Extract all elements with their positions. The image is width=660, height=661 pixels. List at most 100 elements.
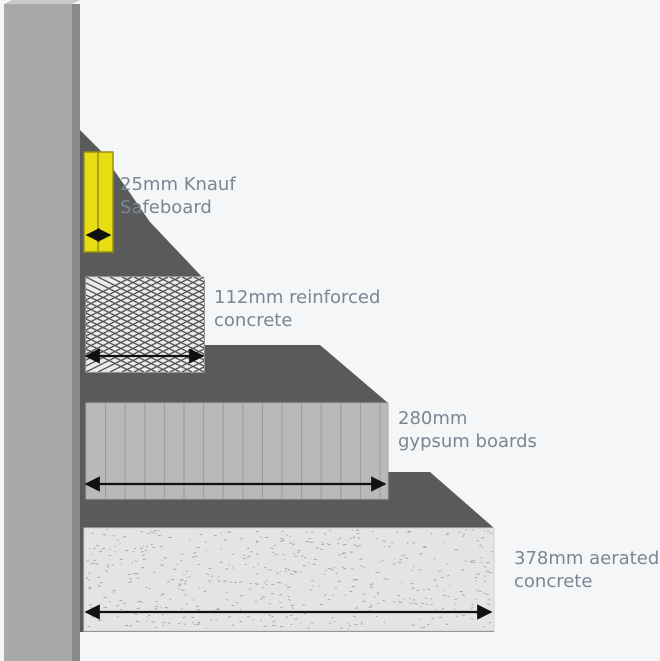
thickness-arrows [84, 228, 493, 620]
speckle [125, 549, 129, 552]
speckle [260, 536, 263, 538]
label-knauf-safeboard: 25mm Knauf Safeboard [120, 173, 236, 219]
mesh-wire [86, 277, 157, 313]
speckle [135, 620, 138, 622]
speckle [239, 581, 242, 583]
step-silhouette [80, 130, 494, 632]
speckle [252, 567, 255, 569]
speckle [141, 554, 145, 556]
speckle [193, 552, 197, 554]
speckle [438, 570, 441, 572]
speckle [443, 589, 446, 592]
speckle [294, 571, 298, 574]
speckle [355, 578, 358, 581]
speckle [192, 599, 195, 601]
speckle [312, 563, 316, 566]
speckle [440, 576, 444, 579]
speckle [122, 536, 127, 538]
speckle [302, 564, 307, 567]
speckle [287, 599, 292, 601]
speckle [476, 540, 480, 542]
speckle [284, 570, 287, 572]
speckle [480, 557, 483, 559]
speckle [88, 547, 91, 550]
speckle [454, 603, 457, 605]
speckle [188, 539, 191, 541]
speckle [148, 588, 151, 590]
speckle [137, 600, 141, 603]
speckle [352, 536, 356, 538]
speckle [265, 584, 268, 586]
speckle [430, 532, 433, 535]
speckle [338, 554, 341, 556]
speckle [260, 620, 262, 622]
speckle [292, 543, 296, 545]
speckle [418, 553, 423, 555]
speckle [325, 570, 328, 572]
speckle [341, 566, 344, 568]
mesh-wire [145, 277, 204, 307]
speckle [284, 584, 287, 586]
speckle [128, 581, 132, 583]
speckle [112, 591, 115, 593]
speckle [256, 573, 259, 576]
mesh-wire [86, 277, 181, 325]
speckle [323, 594, 327, 596]
speckle [93, 559, 97, 562]
speckle [279, 570, 282, 572]
speckle [376, 592, 380, 594]
speckle [476, 573, 480, 575]
speckle [327, 598, 331, 601]
speckle [101, 547, 106, 550]
speckle [280, 537, 284, 540]
speckle [307, 562, 310, 564]
label-line: 378mm aerated [514, 548, 660, 569]
speckle [353, 544, 357, 546]
speckle [182, 616, 186, 618]
speckle [133, 547, 137, 550]
speckle [388, 545, 392, 548]
dark-step-shape [80, 130, 494, 632]
speckle [410, 583, 414, 585]
speckle [349, 590, 353, 593]
speckle [360, 565, 363, 567]
speckle [454, 549, 458, 551]
speckle [464, 560, 467, 562]
label-aerated-concrete: 378mm aerated concrete [514, 547, 659, 593]
speckle [445, 533, 449, 536]
label-gypsum-boards: 280mm gypsum boards [398, 407, 537, 453]
speckle [239, 620, 243, 623]
speckle [303, 556, 306, 559]
mesh-wire [86, 282, 204, 343]
speckle [228, 564, 231, 566]
speckle [162, 625, 165, 627]
speckle [239, 594, 244, 597]
speckle [399, 601, 403, 604]
speckle [192, 621, 194, 624]
mesh-wire [133, 277, 204, 313]
speckle [98, 550, 103, 553]
speckle [246, 547, 250, 550]
label-line: Safeboard [120, 197, 212, 218]
speckle [206, 573, 209, 575]
speckle [398, 561, 402, 563]
speckle [371, 582, 374, 585]
speckle [383, 545, 386, 547]
speckle [279, 625, 284, 628]
speckle [308, 541, 311, 543]
speckle [223, 539, 227, 541]
speckle [292, 570, 297, 572]
speckle [167, 580, 170, 583]
label-line: concrete [514, 571, 593, 592]
speckle [197, 563, 201, 566]
speckle [458, 531, 461, 534]
mesh-wire [86, 277, 169, 319]
speckle [433, 558, 436, 560]
speckle [382, 540, 386, 542]
speckle [350, 568, 354, 570]
wall-column-side [72, 4, 80, 661]
speckle [329, 622, 331, 625]
speckle [91, 532, 94, 534]
speckle [320, 548, 324, 551]
speckle [423, 545, 427, 548]
